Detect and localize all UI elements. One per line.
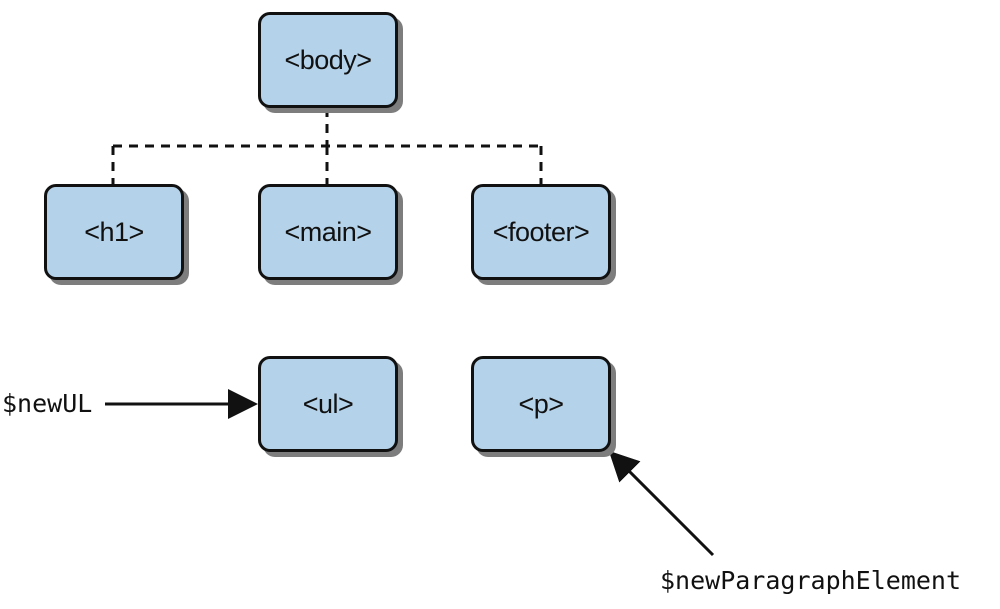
node-h1: <h1> <box>44 184 184 280</box>
label-new-ul: $newUL <box>2 389 93 418</box>
node-ul: <ul> <box>258 356 398 452</box>
node-body: <body> <box>258 12 398 108</box>
node-footer: <footer> <box>471 184 611 280</box>
label-new-paragraph-element: $newParagraphElement <box>660 566 962 595</box>
arrow-new-paragraph-element <box>608 450 715 557</box>
node-main: <main> <box>258 184 398 280</box>
node-p: <p> <box>471 356 611 452</box>
